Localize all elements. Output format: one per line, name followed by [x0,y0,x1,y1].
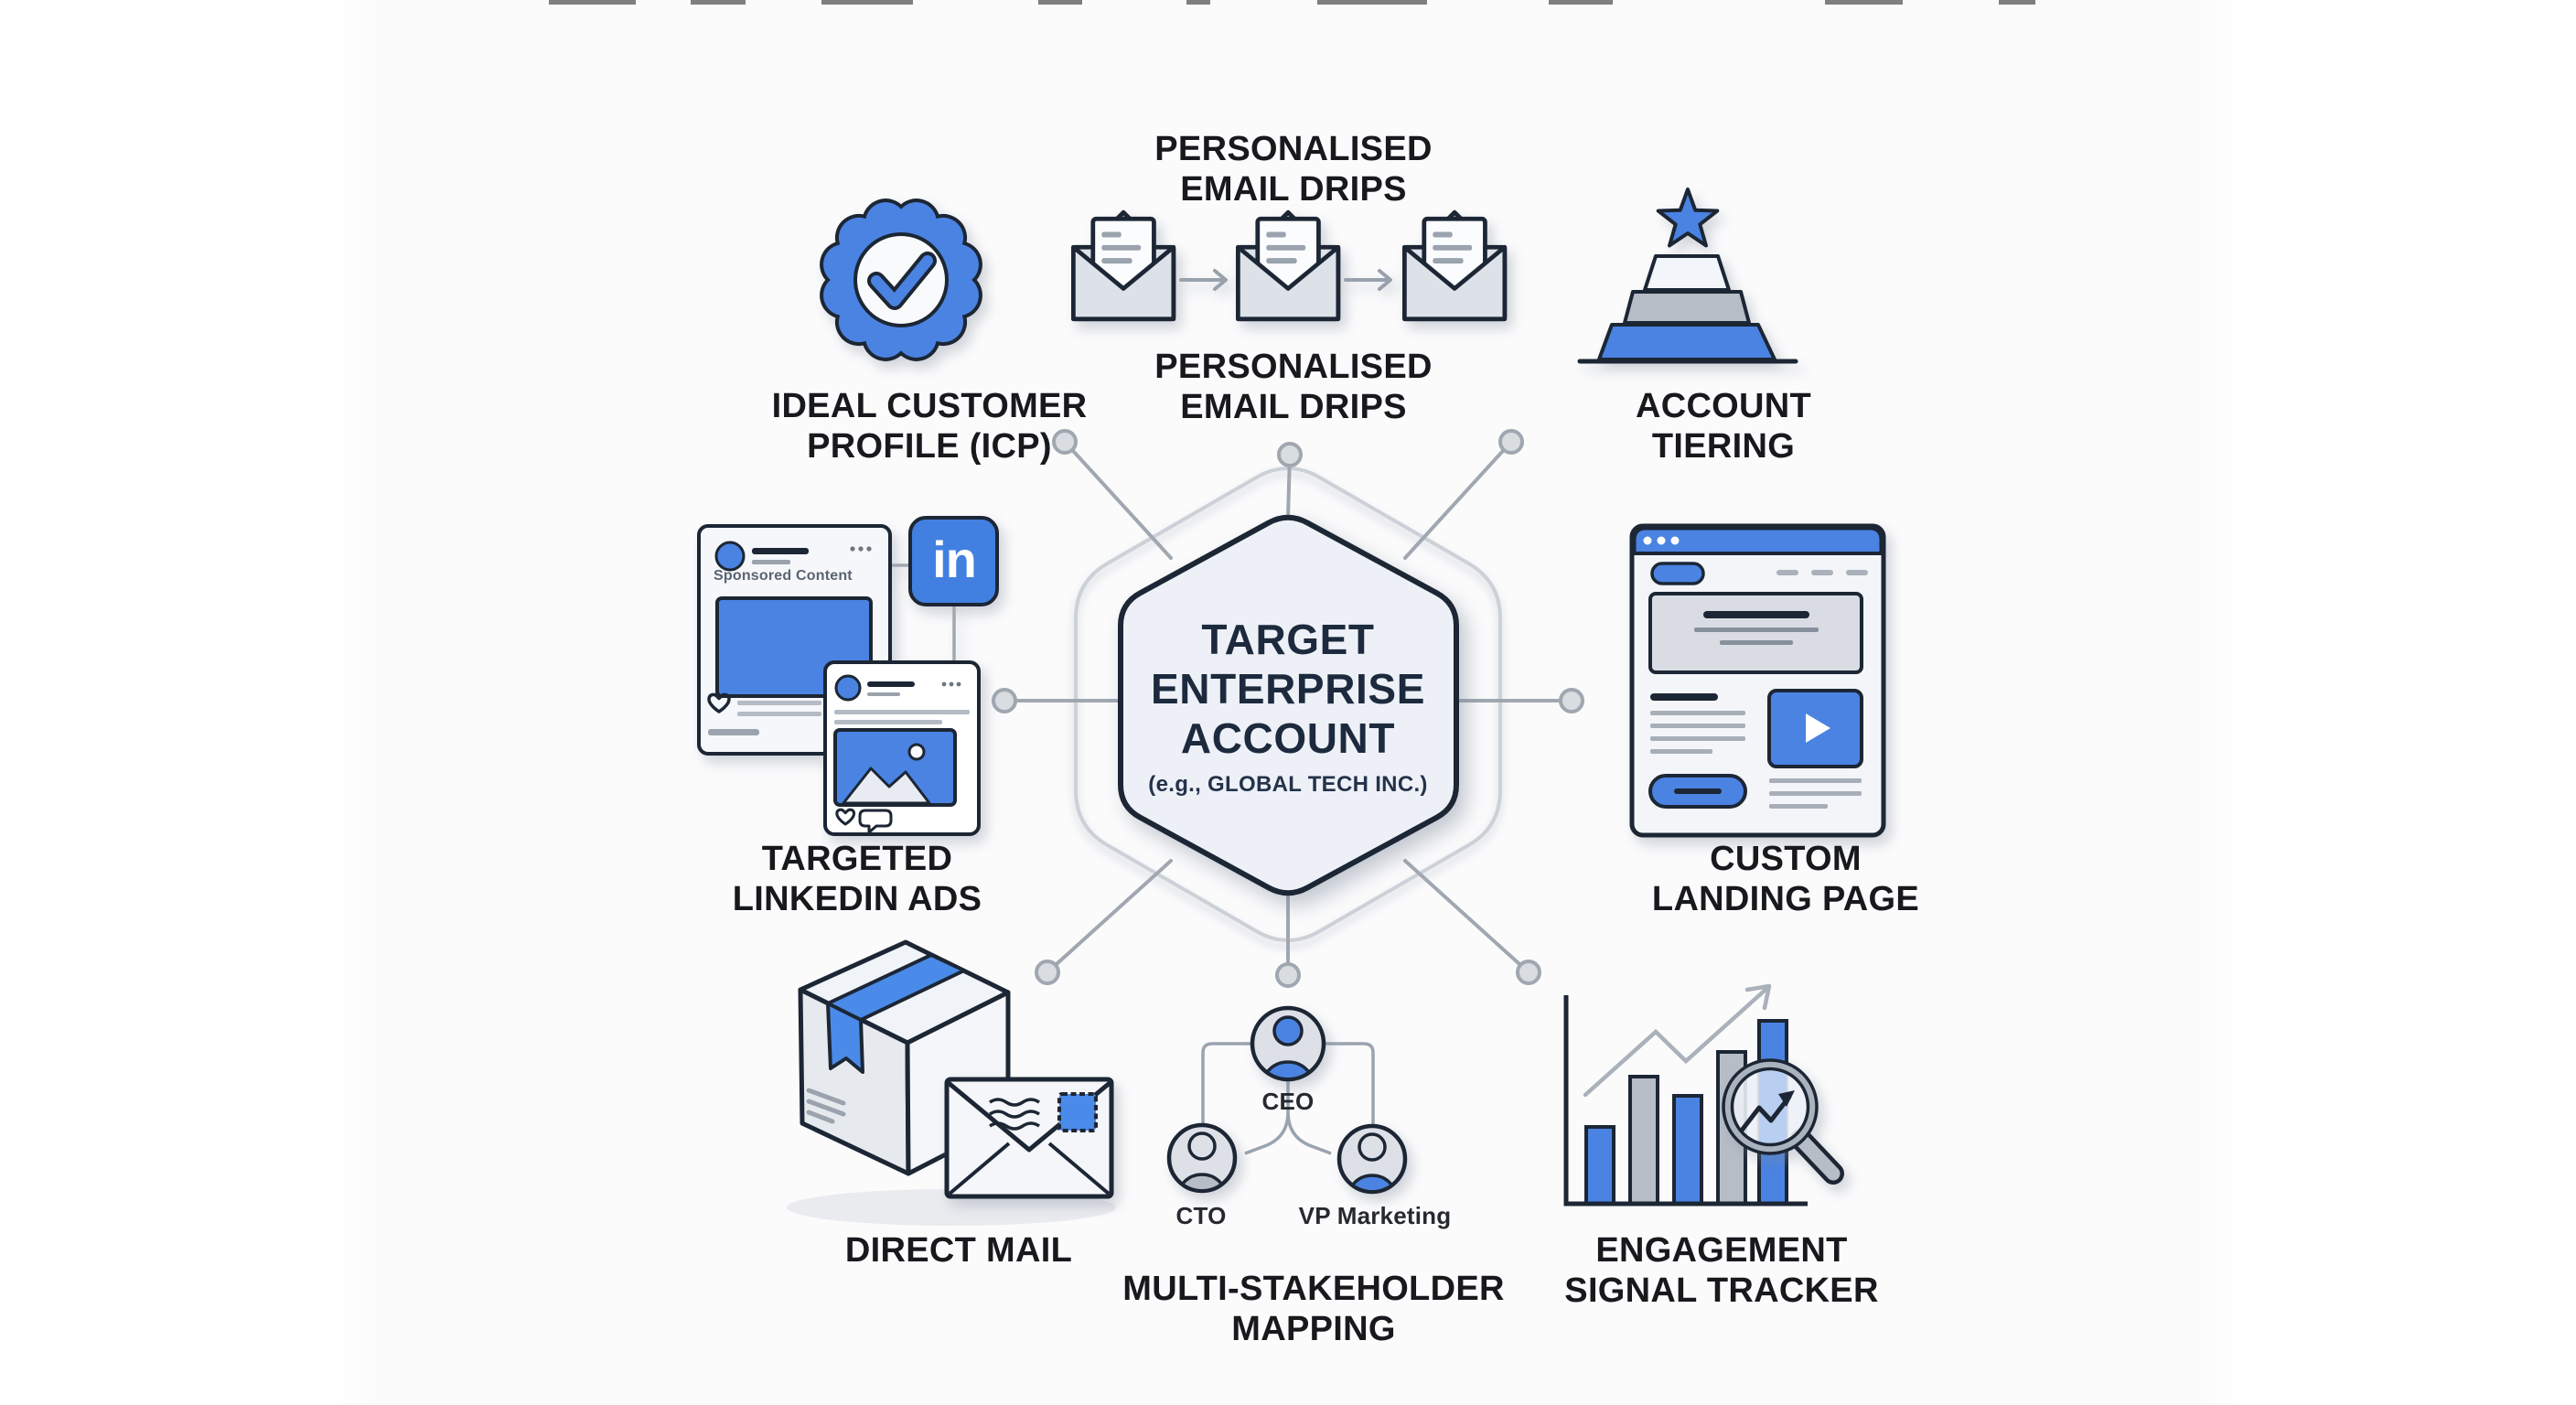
node-top [1277,442,1303,467]
linkedin-ads-label: TARGETED LINKEDIN ADS [732,840,982,918]
play-icon [1806,713,1830,743]
avatar-vp-marketing [1336,1123,1408,1195]
sponsored-content-text: Sponsored Content [714,568,853,584]
node-lower-right [1516,960,1541,985]
central-hexagon [1118,514,1459,896]
tier-pyramid-star-icon [1577,188,1798,364]
heart-icon [835,808,856,826]
linkedin-posts-icon [697,516,999,836]
avatar-cto [1166,1122,1238,1194]
connector-upper-left [1063,440,1173,560]
linkedin-post-card-front [823,660,981,836]
node-left [992,688,1017,713]
browser-window-icon [1629,523,1886,838]
connector-nodes [992,429,1584,988]
star-icon [1656,188,1720,248]
linkedin-logo-text: in [932,531,977,588]
central-account-title: TARGET ENTERPRISE ACCOUNT [1151,616,1425,762]
shipping-label-lines [806,1088,846,1124]
role-cto: CTO [1175,1202,1227,1229]
comment-icon [858,809,893,834]
org-chart-icon [1166,1005,1408,1195]
avatar [834,674,862,702]
avatar-head [1358,1132,1387,1162]
direct-mail-label: DIRECT MAIL [844,1231,1073,1270]
avatar [714,541,746,572]
node-upper-right [1498,429,1524,455]
envelope-icon [1073,212,1173,319]
trend-arrowhead [1744,983,1772,1011]
email-drips-title: PERSONALISED EMAIL DRIPS [1154,130,1433,209]
window-dots-icon [1643,536,1680,545]
bar-chart-magnifier-icon [1563,983,1844,1207]
org-connectors [1201,1042,1375,1155]
central-account-subtitle: (e.g., GLOBAL TECH INC.) [1148,772,1428,797]
heart-icon [707,692,731,713]
trend-line [1583,987,1768,1098]
hero-box [1648,592,1863,674]
browser-titlebar [1632,526,1884,555]
top-edge-artifacts [549,0,2035,5]
arrow-right-icon [1179,269,1392,291]
more-dots-icon [941,681,961,687]
envelope-icon [1404,212,1504,319]
account-tiering-label: ACCOUNT TIERING [1635,387,1812,466]
lens-trend-line [1738,1094,1792,1134]
mountains-icon [842,767,931,805]
lens-trend-arrowhead [1778,1090,1795,1107]
package-envelope-icon [787,939,1116,1226]
magnifier-icon [1722,1058,1844,1185]
tape-flap [826,1002,864,1074]
role-vp-marketing: VP Marketing [1298,1202,1452,1229]
chart-axes [1563,995,1808,1207]
nav-links [1776,570,1868,575]
icp-label: IDEAL CUSTOMER PROFILE (ICP) [771,387,1088,466]
avatar-ceo [1250,1005,1326,1082]
connector-lower-right [1403,859,1530,974]
landing-page-label: CUSTOM LANDING PAGE [1651,840,1920,918]
connector-lower-left [1046,859,1173,974]
node-lower-left [1035,960,1060,985]
email-sequence-icon [1073,212,1504,319]
postmark-squiggles [989,1098,1040,1131]
outer-hexagon [1074,467,1502,942]
mail-envelope-icon [944,1077,1114,1199]
node-right [1559,688,1584,713]
more-dots-icon [850,546,872,552]
node-upper-left [1052,429,1078,455]
stakeholder-mapping-label: MULTI-STAKEHOLDER MAPPING [1122,1270,1505,1348]
envelope-icon [1238,212,1337,319]
stamp-icon [1057,1092,1098,1132]
verified-badge-icon [820,198,982,361]
node-bottom [1275,962,1301,988]
engagement-tracker-label: ENGAGEMENT SIGNAL TRACKER [1564,1231,1879,1310]
linkedin-logo-tile [908,516,999,606]
avatar-head [1272,1015,1304,1046]
logo-pill [1650,562,1705,585]
role-ceo: CEO [1261,1088,1315,1115]
email-drips-caption: PERSONALISED EMAIL DRIPS [1154,348,1433,426]
connector-upper-right [1403,440,1513,560]
sun-icon [907,743,926,761]
avatar-head [1187,1132,1217,1161]
